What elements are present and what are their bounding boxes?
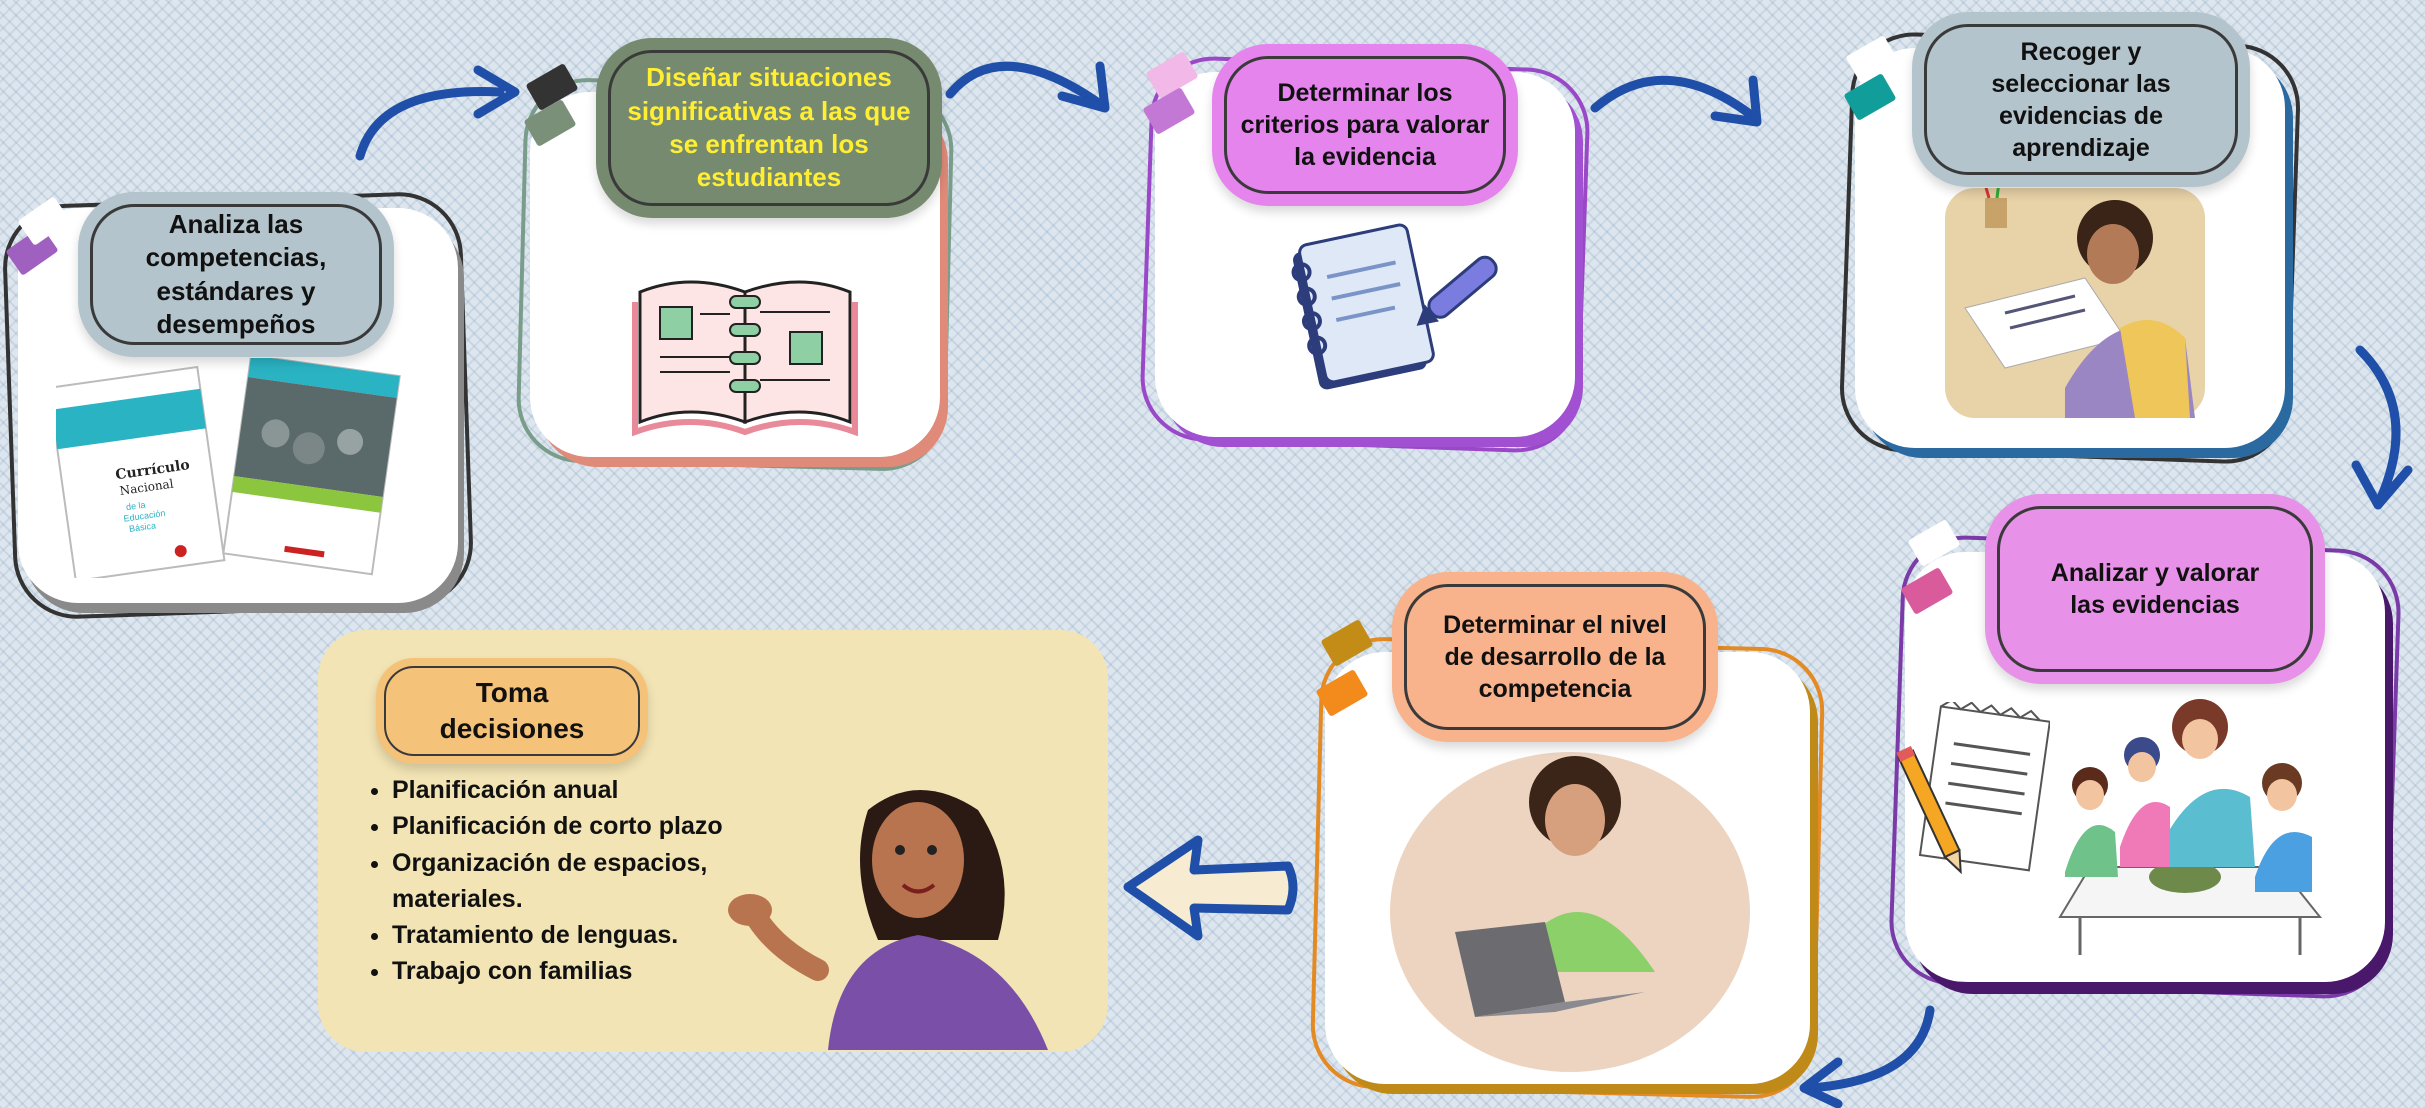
pencil-icon <box>1896 746 1962 875</box>
decision-title: Toma decisiones <box>376 658 648 764</box>
pen-icon <box>1416 255 1498 326</box>
notebook-icon <box>1291 223 1435 390</box>
children-working-illustration <box>2058 699 2323 955</box>
flow-arrow <box>2351 345 2413 510</box>
decision-item: Planificación anual <box>392 772 732 808</box>
flow-arrow <box>1799 1005 1935 1108</box>
step-label-analizar: Analizar y valorar las evidencias <box>1985 494 2325 684</box>
decision-list: Planificación anual Planificación de cor… <box>374 772 732 990</box>
step-label-determinar-nivel: Determinar el nivel de desarrollo de la … <box>1392 572 1718 742</box>
decision-item: Planificación de corto plazo <box>392 808 732 844</box>
svg-text:de la: de la <box>125 500 146 513</box>
decision-box: Toma decisiones Planificación anual Plan… <box>318 630 1108 1052</box>
teacher-explaining-illustration <box>728 790 1048 1050</box>
step-label-criterios: Determinar los criterios para valorar la… <box>1212 44 1518 206</box>
teacher-laptop-illustration <box>1390 752 1750 1072</box>
flow-arrow <box>355 65 520 161</box>
step-label-recoger: Recoger y seleccionar las evidencias de … <box>1912 12 2250 187</box>
decision-item: Organización de espacios, materiales. <box>392 845 732 918</box>
step-label-disenar: Diseñar situaciones significativas a las… <box>596 38 942 218</box>
decision-item: Tratamiento de lenguas. <box>392 917 732 953</box>
svg-text:Básica: Básica <box>128 520 156 534</box>
open-book-icon <box>632 280 858 437</box>
back-arrow-icon <box>1123 835 1298 941</box>
curriculum-books-illustration: Currículo Nacional de la Educación Básic… <box>56 358 401 578</box>
student-writing-illustration <box>1945 188 2205 418</box>
step-label-analiza: Analiza las competencias, estándares y d… <box>78 192 394 357</box>
flow-arrow <box>945 61 1110 113</box>
notepad-icon <box>1918 702 2050 872</box>
flow-arrow <box>1590 75 1762 127</box>
decision-item: Trabajo con familias <box>392 953 732 989</box>
